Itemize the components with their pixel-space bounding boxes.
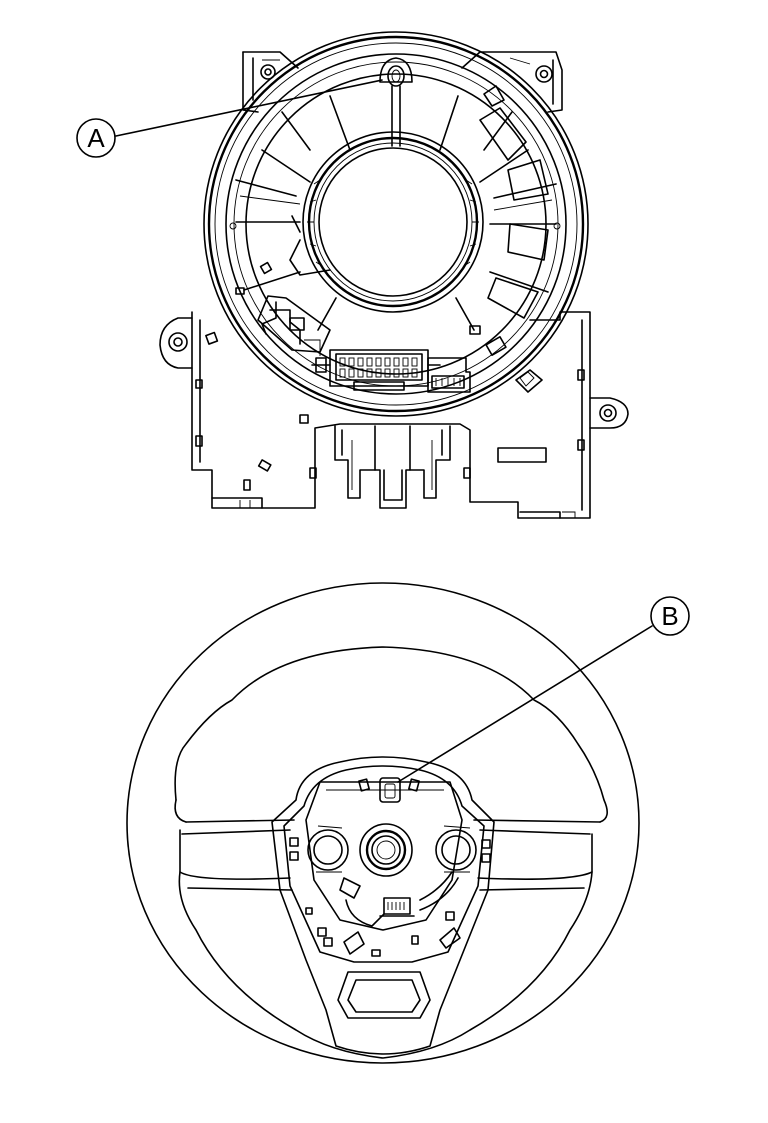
callout-a-label: A [87,123,105,153]
lower-housing [159,311,629,519]
spiral-cable-assembly [159,31,629,519]
steering-column-stem [334,425,451,509]
hub-housing [271,756,495,1055]
connector-pin [357,357,364,367]
connector-pin [339,357,346,367]
right-connector [427,357,471,393]
connector-pin [375,357,382,367]
connector-pin [411,368,418,378]
callout-a: A [76,79,383,158]
hub-wiring [305,871,461,957]
connector-pin [357,368,364,378]
steering-wheel [126,582,640,1064]
center-connector [311,349,441,391]
connector-pin [393,357,400,367]
connector-pin [366,368,373,378]
right-switch [435,825,491,873]
connector-pins [339,357,418,378]
top-locating-pin [379,57,413,87]
center-boss [359,823,413,877]
connector-pin [339,368,346,378]
connector-pin [348,368,355,378]
left-connector [257,295,331,356]
connector-pin [384,357,391,367]
top-clip [358,777,420,803]
wheel-spokes [178,819,601,1059]
callout-b-label: B [661,601,678,631]
ribs [229,85,561,356]
connector-pin [384,368,391,378]
connector-pin [393,368,400,378]
connector-pin [402,357,409,367]
inner-hub [289,131,484,313]
connector-pin [366,357,373,367]
left-switch [289,825,349,873]
connector-pin [411,357,418,367]
callout-b: B [397,596,690,783]
connector-pin [348,357,355,367]
connector-pin [375,368,382,378]
connector-pin [402,368,409,378]
wheel-rim [126,582,640,1064]
